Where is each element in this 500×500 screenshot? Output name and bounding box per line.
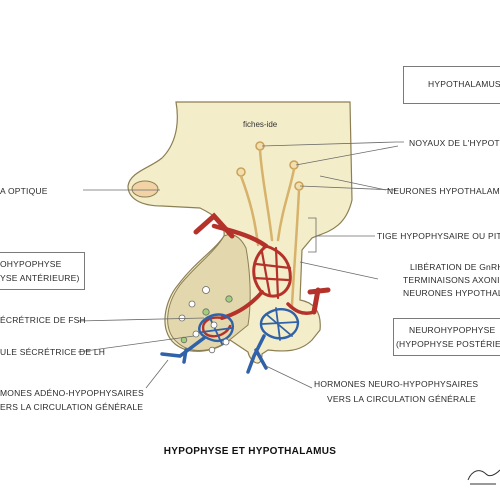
signature bbox=[467, 469, 500, 485]
leader-lines bbox=[77, 141, 404, 389]
artery-network bbox=[193, 212, 331, 338]
label-adeno-line2: YSE ANTÉRIEURE) bbox=[0, 273, 80, 283]
label-chiasma: A OPTIQUE bbox=[0, 186, 48, 196]
label-neuro-line2: (HYPOPHYSE POSTÉRIEURE) bbox=[396, 339, 500, 349]
label-noyaux: NOYAUX DE L'HYPOTH bbox=[409, 138, 500, 148]
neurohypophysis-box bbox=[393, 318, 500, 356]
adenohypophysis-box bbox=[0, 252, 85, 290]
vein-network bbox=[160, 307, 300, 374]
secretory-cells bbox=[178, 286, 233, 354]
label-adeno-line1: OHYPOPHYSE bbox=[0, 259, 62, 269]
watermark: fiches-ide bbox=[243, 120, 278, 129]
label-hormones-adeno-line2: ERS LA CIRCULATION GÉNÉRALE bbox=[0, 402, 144, 412]
optic-chiasma bbox=[131, 180, 159, 198]
label-hormones-neuro-line2: VERS LA CIRCULATION GÉNÉRALE bbox=[327, 394, 477, 404]
label-neuro-line1: NEUROHYPOPHYSE bbox=[409, 325, 496, 335]
label-hypothalamus: HYPOTHALAMUS bbox=[428, 79, 500, 89]
label-lh: ULE SÉCRÉTRICE DE LH bbox=[0, 347, 106, 357]
label-fsh: ÉCRÉTRICE DE FSH bbox=[0, 315, 86, 325]
diagram-title: HYPOPHYSE ET HYPOTHALAMUS bbox=[163, 446, 337, 457]
label-hormones-adeno-line1: MONES ADÉNO-HYPOPHYSAIRES bbox=[0, 388, 144, 398]
label-liberation-line3: NEURONES HYPOTHAL bbox=[403, 288, 500, 298]
label-tige: TIGE HYPOPHYSAIRE OU PITU bbox=[377, 231, 500, 241]
label-liberation-line1: LIBÉRATION DE GnRH bbox=[410, 262, 500, 272]
label-liberation-line2: TERMINAISONS AXONIC bbox=[403, 275, 500, 285]
label-hormones-neuro-line1: HORMONES NEURO-HYPOPHYSAIRES bbox=[314, 379, 479, 389]
hypothalamus-box bbox=[403, 66, 500, 104]
label-neurones: NEURONES HYPOTHALAMIC bbox=[387, 186, 500, 196]
